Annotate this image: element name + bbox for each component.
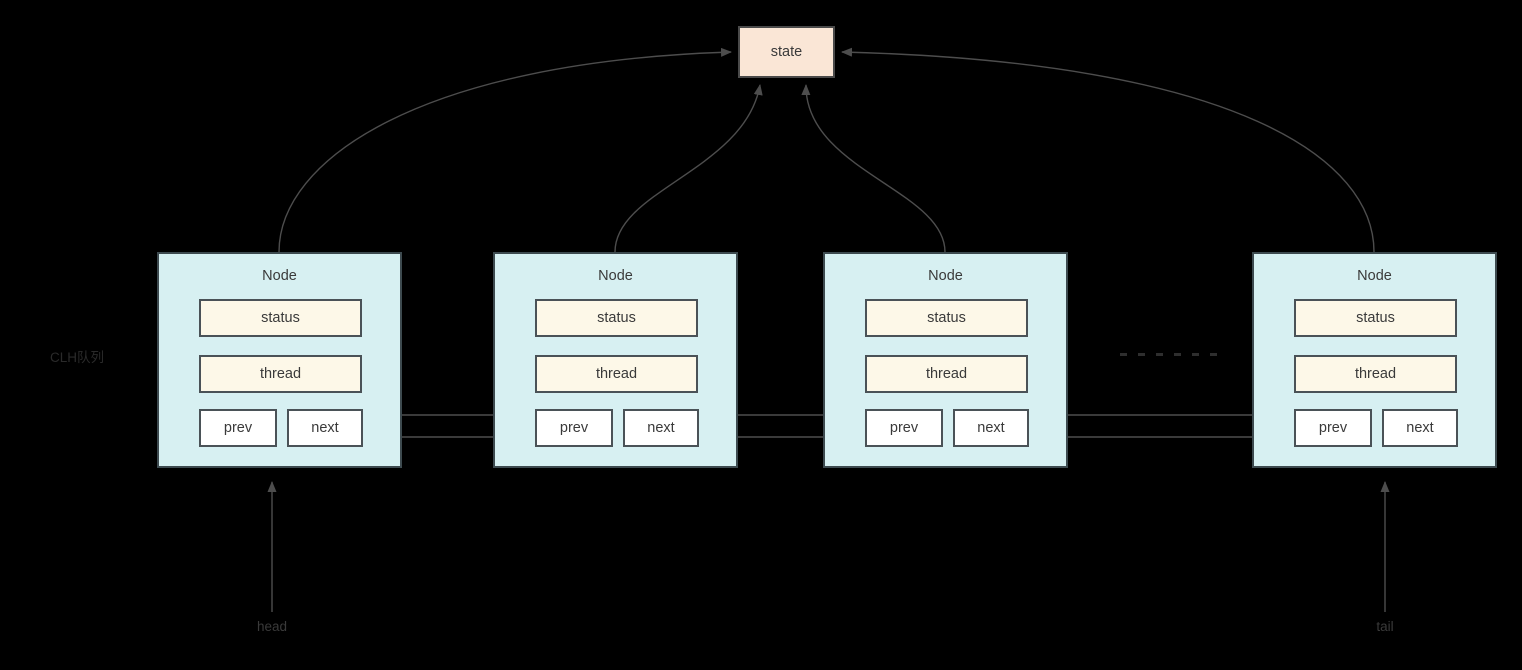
tail-pointer-label: tail bbox=[1376, 619, 1394, 634]
edge-node2-state bbox=[614, 84, 763, 253]
node-field-next[interactable]: next bbox=[623, 409, 699, 447]
node-field-next[interactable]: next bbox=[1382, 409, 1458, 447]
node-field-status[interactable]: status bbox=[1294, 299, 1457, 337]
edge-node1-state bbox=[278, 47, 732, 253]
node-box-3[interactable]: Node status thread prev next bbox=[823, 252, 1068, 468]
node-field-next[interactable]: next bbox=[953, 409, 1029, 447]
node-field-next[interactable]: next bbox=[287, 409, 363, 447]
ellipsis-indicator bbox=[1120, 353, 1217, 356]
edge-node4-state bbox=[841, 47, 1375, 253]
node-box-4[interactable]: Node status thread prev next bbox=[1252, 252, 1497, 468]
node-field-thread[interactable]: thread bbox=[535, 355, 698, 393]
node-box-1[interactable]: Node status thread prev next bbox=[157, 252, 402, 468]
node-title: Node bbox=[928, 268, 963, 284]
node-field-prev[interactable]: prev bbox=[1294, 409, 1372, 447]
node-box-2[interactable]: Node status thread prev next bbox=[493, 252, 738, 468]
state-box[interactable]: state bbox=[738, 26, 835, 78]
node-field-status[interactable]: status bbox=[535, 299, 698, 337]
node-field-status[interactable]: status bbox=[199, 299, 362, 337]
node-title: Node bbox=[262, 268, 297, 284]
node-field-thread[interactable]: thread bbox=[1294, 355, 1457, 393]
edge-node3-state bbox=[801, 84, 946, 253]
node-field-prev[interactable]: prev bbox=[199, 409, 277, 447]
node-field-status[interactable]: status bbox=[865, 299, 1028, 337]
clh-queue-label: CLH队列 bbox=[50, 350, 105, 365]
node-field-prev[interactable]: prev bbox=[865, 409, 943, 447]
node-title: Node bbox=[1357, 268, 1392, 284]
node-field-thread[interactable]: thread bbox=[865, 355, 1028, 393]
node-field-thread[interactable]: thread bbox=[199, 355, 362, 393]
head-pointer-label: head bbox=[256, 619, 288, 634]
node-title: Node bbox=[598, 268, 633, 284]
node-field-prev[interactable]: prev bbox=[535, 409, 613, 447]
